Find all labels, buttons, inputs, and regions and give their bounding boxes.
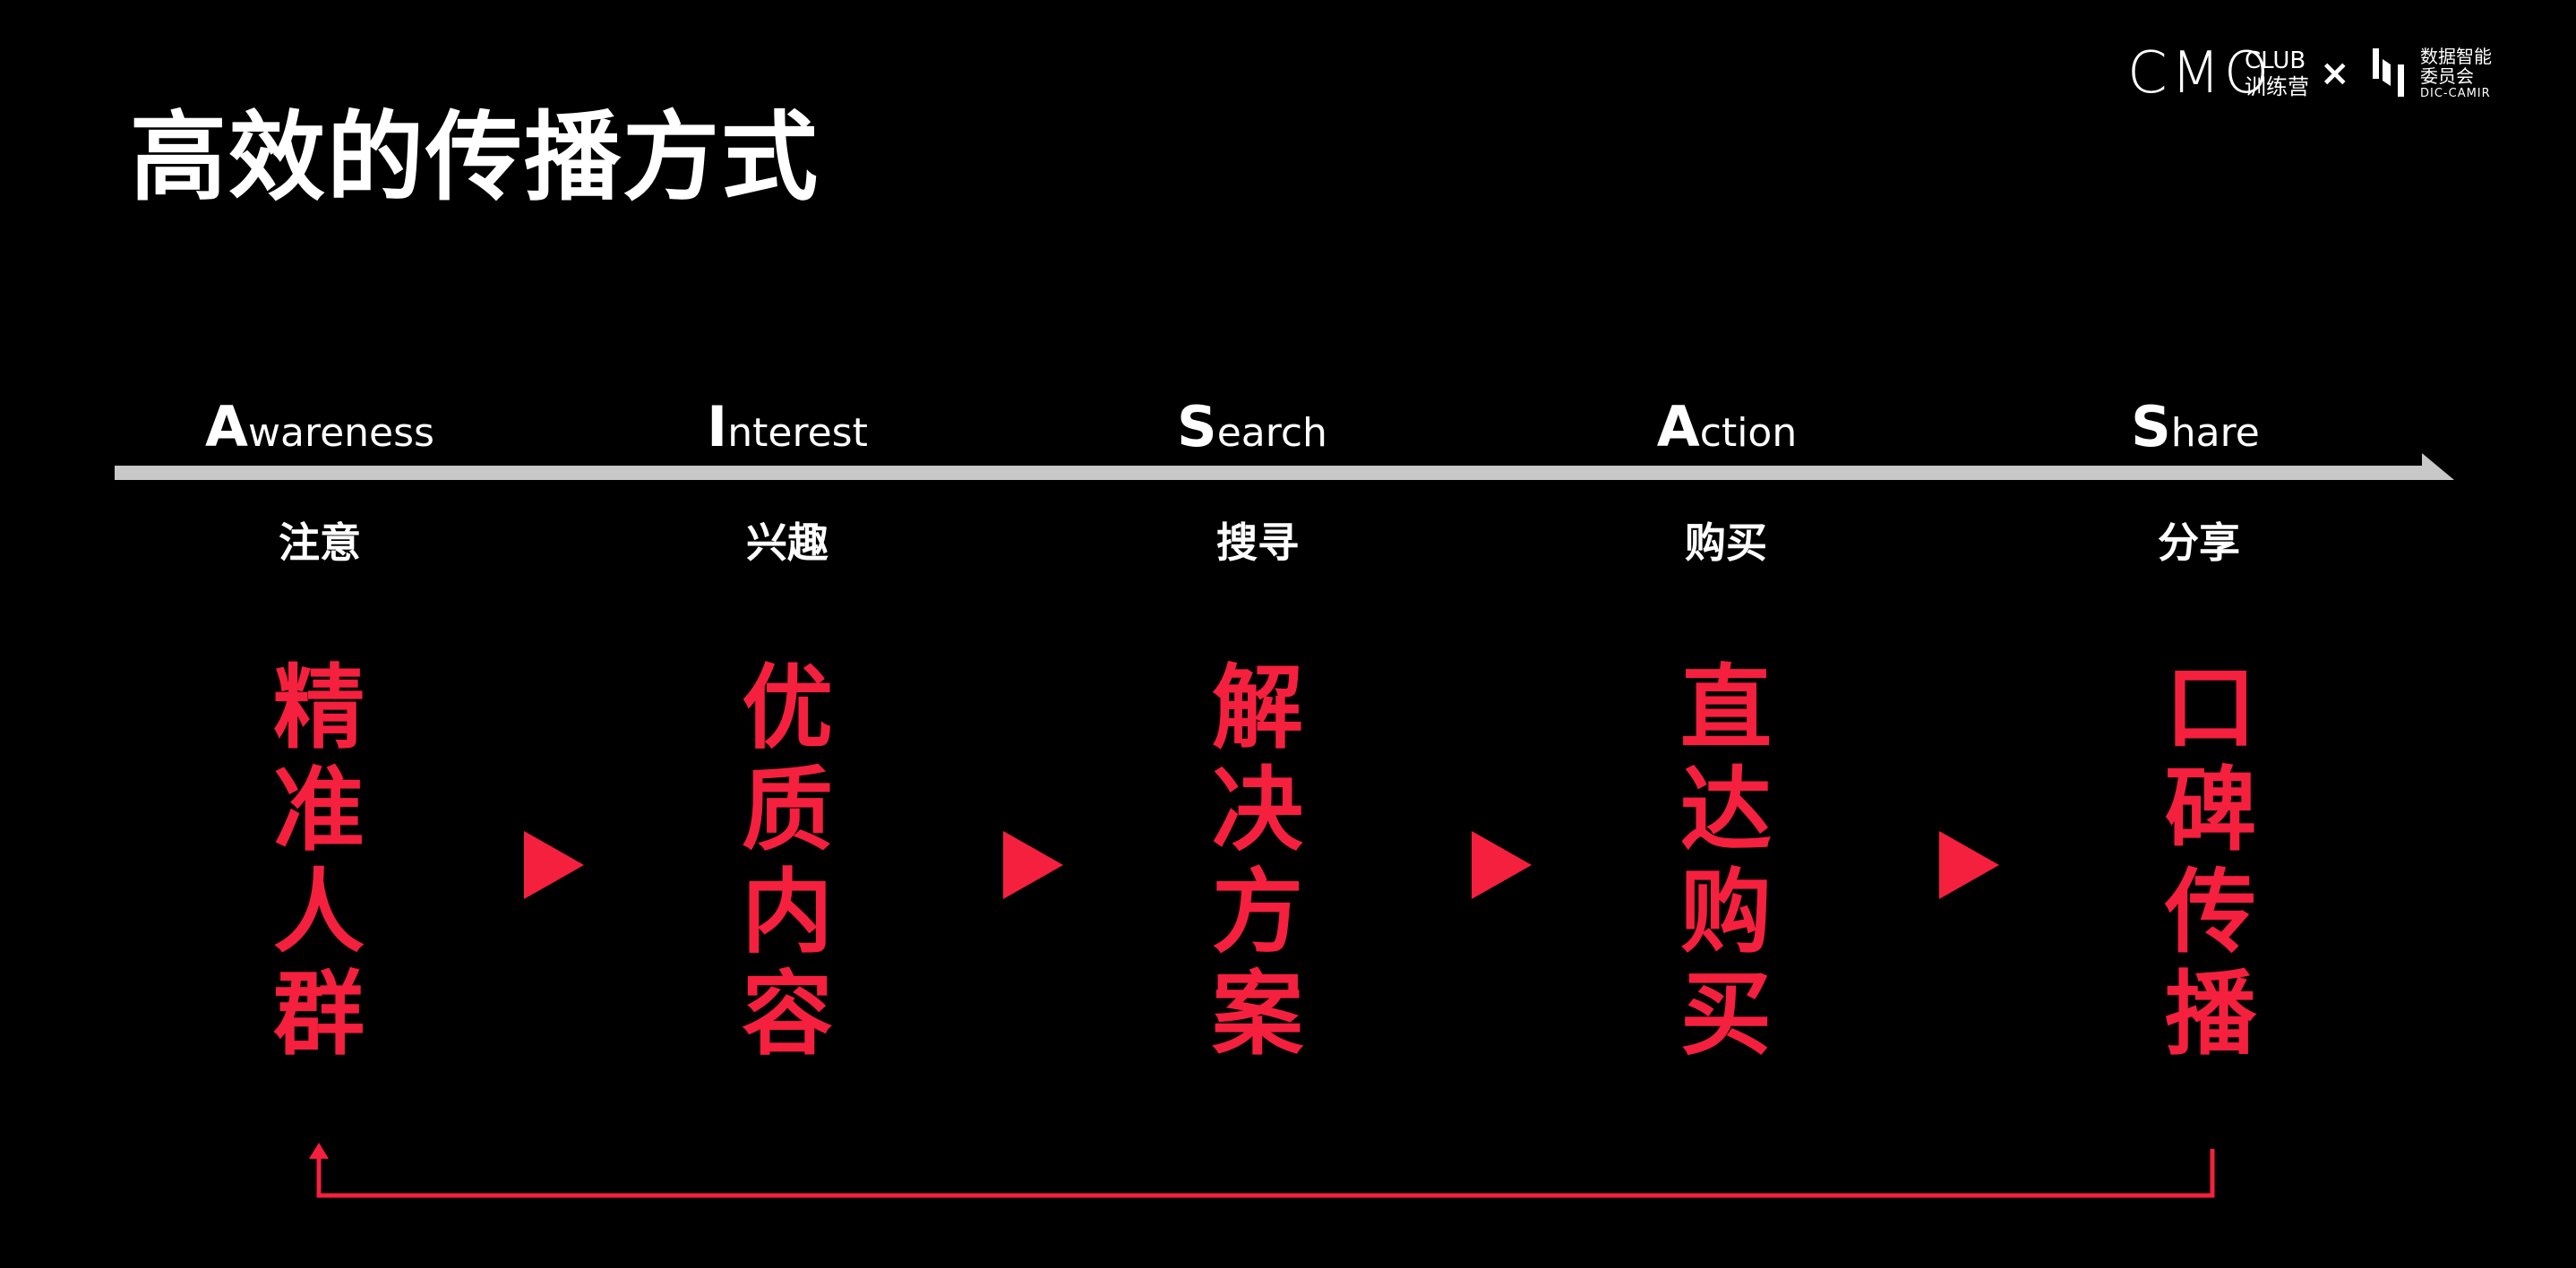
stage-en-initial: A — [205, 394, 249, 459]
logo-cmo: CMO — [2127, 40, 2273, 107]
stage-red-char: 决 — [1212, 758, 1303, 864]
stage-red-char: 质 — [742, 758, 833, 864]
logo-club-sub: 训练营 — [2245, 74, 2309, 99]
stage-cn-search: 搜寻 — [1216, 518, 1299, 567]
stage-en-initial: S — [2131, 394, 2171, 459]
logo-group: CMO CLUB 训练营 × 数据智能 委员会 DIC-CAMIR — [2127, 45, 2512, 107]
logo-club: CLUB — [2245, 47, 2306, 74]
logo-dic-line3: DIC-CAMIR — [2420, 87, 2491, 100]
stage-red-share: 口 碑 传 播 — [2139, 658, 2282, 1067]
stage-red-action: 直 达 购 买 — [1654, 658, 1798, 1067]
stage-red-char: 达 — [1680, 758, 1772, 864]
stage-red-char: 案 — [1212, 962, 1303, 1068]
logo-dic-line2: 委员会 — [2420, 65, 2474, 87]
stage-red-interest: 优 质 内 容 — [716, 658, 859, 1067]
feedback-loop-arrowhead — [309, 1143, 329, 1159]
stage-red-char: 方 — [1212, 860, 1303, 966]
stage-en-interest: Interest — [626, 394, 949, 459]
flow-arrow-1 — [524, 831, 584, 899]
stage-cn-interest: 兴趣 — [746, 518, 829, 567]
stage-en-initial: I — [707, 394, 728, 459]
flow-arrow-4 — [1939, 831, 1999, 899]
dic-logo-icon — [2373, 48, 2404, 97]
stage-en-rest: earch — [1216, 410, 1327, 456]
stage-red-char: 直 — [1680, 655, 1772, 762]
feedback-loop-line — [316, 1149, 2215, 1198]
stage-red-char: 解 — [1212, 655, 1303, 762]
stage-red-search: 解 决 方 案 — [1186, 658, 1329, 1067]
stage-en-initial: S — [1177, 394, 1217, 459]
stage-red-char: 播 — [2165, 962, 2256, 1068]
stage-en-rest: nterest — [727, 410, 868, 456]
stage-cn-awareness: 注意 — [279, 518, 361, 567]
timeline-bar — [115, 466, 2427, 480]
logo-dic-line1: 数据智能 — [2420, 46, 2492, 67]
stage-red-char: 群 — [273, 962, 365, 1068]
stage-red-awareness: 精 准 人 群 — [247, 658, 391, 1067]
stage-en-rest: ction — [1699, 410, 1798, 456]
stage-red-char: 买 — [1680, 962, 1772, 1068]
flow-arrow-3 — [1472, 831, 1532, 899]
flow-arrow-2 — [1003, 831, 1063, 899]
page-title: 高效的传播方式 — [130, 102, 820, 214]
stage-red-char: 容 — [742, 962, 833, 1068]
stage-red-char: 传 — [2165, 860, 2256, 966]
stage-red-char: 精 — [273, 655, 365, 762]
stage-en-awareness: Awareness — [159, 394, 481, 459]
stage-red-char: 碑 — [2165, 758, 2256, 864]
stage-en-search: Search — [1091, 394, 1413, 459]
stage-red-char: 口 — [2165, 655, 2256, 762]
stage-en-rest: wareness — [248, 410, 434, 456]
logo-times-icon: × — [2320, 53, 2350, 94]
stage-red-char: 优 — [742, 655, 833, 762]
stage-red-char: 人 — [273, 860, 365, 966]
stage-en-initial: A — [1656, 394, 1700, 459]
stage-cn-action: 购买 — [1685, 518, 1767, 567]
stage-cn-share: 分享 — [2158, 518, 2240, 567]
timeline-arrowhead — [2422, 453, 2454, 480]
stage-en-share: Share — [2034, 394, 2357, 459]
stage-en-action: Action — [1566, 394, 1888, 459]
stage-red-char: 内 — [742, 860, 833, 966]
stage-red-char: 准 — [273, 758, 365, 864]
stage-en-rest: hare — [2170, 410, 2260, 456]
stage-red-char: 购 — [1680, 860, 1772, 966]
